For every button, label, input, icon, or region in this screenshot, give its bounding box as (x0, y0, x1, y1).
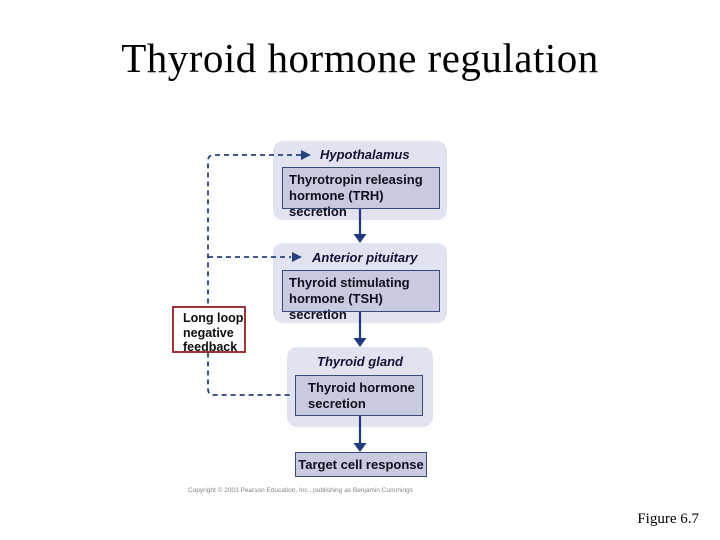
thyroid-hormone-secretion-box: Thyroid hormone secretion (295, 375, 423, 416)
flow-arrow-2-head-icon (353, 338, 367, 347)
feedback-line-1: Long loop (183, 311, 244, 325)
trh-secretion-box: Thyrotropin releasing hormone (TRH) secr… (282, 167, 440, 219)
tsh-secretion-box: Thyroid stimulating hormone (TSH) secret… (282, 270, 440, 322)
target-cell-response-box: Target cell response (295, 452, 427, 477)
thyroid-gland-label: Thyroid gland (317, 354, 403, 369)
copyright-text: Copyright © 2003 Pearson Education, Inc.… (188, 487, 413, 494)
flow-arrow-3-head-icon (353, 443, 367, 452)
feedback-line-2: negative (183, 325, 234, 340)
flow-arrow-1-head-icon (353, 234, 367, 243)
figure-caption: Figure 6.7 (637, 511, 699, 527)
slide-title: Thyroid hormone regulation (121, 35, 599, 81)
feedback-line-3: feedback (183, 340, 238, 354)
long-loop-negative-feedback-box: Long loop negative feedback (172, 306, 246, 354)
anterior-pituitary-label: Anterior pituitary (312, 250, 418, 265)
hypothalamus-label: Hypothalamus (320, 147, 410, 162)
